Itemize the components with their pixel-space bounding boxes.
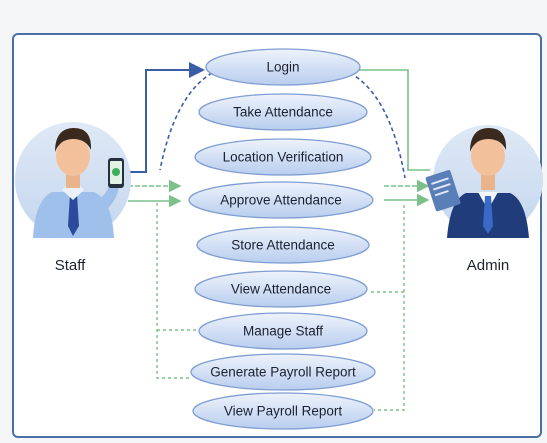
use-case-login[interactable]: Login	[205, 48, 361, 86]
use-case-manage-staff[interactable]: Manage Staff	[198, 312, 368, 350]
actor-staff: Staff	[15, 122, 131, 274]
staff-label: Staff	[55, 257, 86, 274]
use-case-view-payroll-report[interactable]: View Payroll Report	[192, 392, 374, 430]
staff-vertical-dashed	[156, 203, 192, 379]
use-case-generate-payroll-report[interactable]: Generate Payroll Report	[190, 353, 376, 391]
use-case-view-payroll-report-label: View Payroll Report	[224, 404, 343, 419]
use-case-approve-attendance-label: Approve Attendance	[220, 193, 342, 208]
login-right-dashed	[349, 72, 406, 179]
use-case-generate-payroll-report-label: Generate Payroll Report	[210, 365, 356, 380]
use-case-manage-staff-label: Manage Staff	[243, 324, 323, 339]
staff-login-connector	[124, 62, 205, 173]
staff-avatar-icon	[33, 128, 124, 238]
actor-admin: Admin	[425, 125, 543, 274]
admin-vertical-dashed	[374, 205, 405, 411]
use-case-view-attendance[interactable]: View Attendance	[194, 270, 368, 308]
use-case-take-attendance-label: Take Attendance	[233, 105, 333, 120]
admin-avatar-icon	[425, 128, 529, 238]
connector-lines	[124, 62, 430, 411]
use-case-login-label: Login	[266, 60, 299, 75]
login-left-dashed	[159, 72, 213, 171]
use-case-location-verification[interactable]: Location Verification	[194, 138, 372, 176]
admin-label: Admin	[467, 257, 510, 274]
use-case-take-attendance[interactable]: Take Attendance	[198, 93, 368, 131]
use-case-store-attendance[interactable]: Store Attendance	[196, 226, 370, 264]
use-case-location-verification-label: Location Verification	[223, 150, 344, 165]
use-case-list: Login Take Attendance Location Verificat…	[188, 48, 376, 430]
use-case-view-attendance-label: View Attendance	[231, 282, 331, 297]
use-case-store-attendance-label: Store Attendance	[231, 238, 335, 253]
use-case-approve-attendance[interactable]: Approve Attendance	[188, 181, 374, 219]
login-admin-connector	[355, 69, 430, 171]
